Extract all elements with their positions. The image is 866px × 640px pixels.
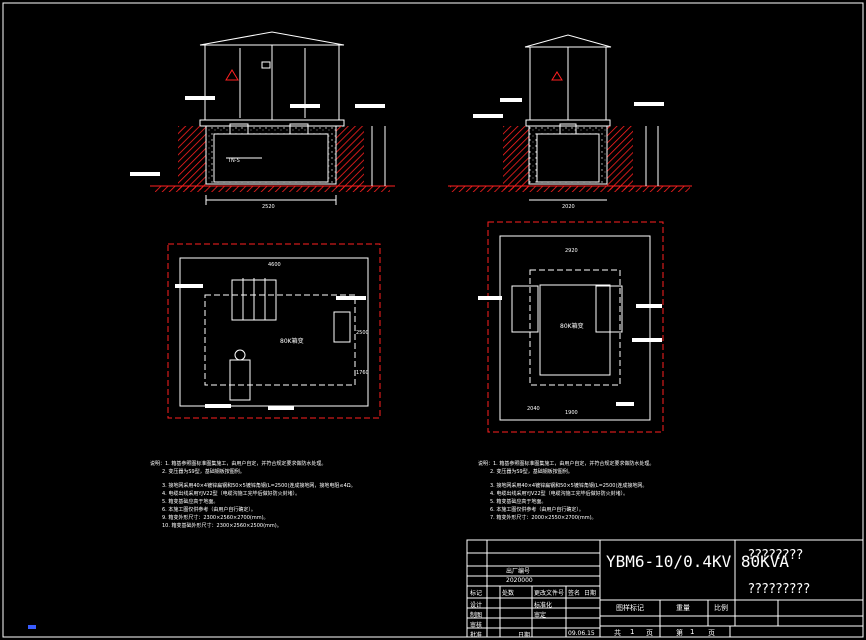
notes-right-heading: 说明：1. 箱基参照图标准图集施工，由用户自定，并符合规定要求做防水处理。 xyxy=(478,461,655,467)
right-plan-dim-bottom: 1900 xyxy=(565,410,578,416)
tb-sheet-unit: 页 xyxy=(646,629,653,637)
notes-left-line: 3. 接地网采用40×4镀锌扁钢和50×5镀锌角钢(L=2500)连成接地网，接… xyxy=(162,483,356,489)
notes-left-line: 9. 箱变外形尺寸：2300×2560×2700(mm)。 xyxy=(162,515,269,521)
notes-left: 说明：1. 箱基参照图标准图集施工，由用户自定，并符合规定要求做防水处理。 2.… xyxy=(150,460,450,530)
tb-sheet-no-label: 第 xyxy=(676,629,683,637)
tb-sheet-total: 1 xyxy=(630,628,635,636)
notes-right-line: 7. 箱变外形尺寸：2000×2550×2700(mm)。 xyxy=(490,515,597,521)
right-plan-dim-bottom-2: 2040 xyxy=(527,406,540,412)
tb-col-weight: 重量 xyxy=(676,604,690,612)
drawing-title: YBM6-10/0.4KV 80KVA xyxy=(606,552,790,571)
notes-right-line: 6. 本施工图仅供参考（由用户自行确定）。 xyxy=(490,507,584,513)
notes-left-line: 4. 电缆出线采用YJV22型（电缆沟施工完毕后做好防火封堵）。 xyxy=(162,491,301,497)
tb-date-value: 09.06.15 xyxy=(568,630,595,637)
tb-sheet-no: 1 xyxy=(690,628,695,636)
tb-col-mark: 图样标记 xyxy=(616,604,644,612)
left-plan-view: 80K箱变 4600 2500 1760 xyxy=(167,243,381,419)
left-plan-dim-side-2: 1760 xyxy=(356,370,369,376)
notes-right-line: 2. 变压器为S9型，基础钢板按图例。 xyxy=(490,469,573,475)
tb-col-scale: 比例 xyxy=(714,604,728,612)
notes-left-line: 6. 本施工图仅供参考（由用户自行确定）。 xyxy=(162,507,256,513)
tb-standardization: 标准化 xyxy=(534,602,553,609)
tb-row-approve: 批准 xyxy=(470,632,483,639)
factory-no-value: 2020000 xyxy=(506,577,533,584)
layer-marker xyxy=(28,625,36,629)
tb-authorize: 审定 xyxy=(534,612,547,619)
left-elevation-view: 2520 TN-S xyxy=(130,31,395,210)
notes-right: 说明：1. 箱基参照图标准图集施工，由用户自定，并符合规定要求做防水处理。 2.… xyxy=(478,460,778,522)
right-elev-dim-width: 2020 xyxy=(562,204,575,210)
right-plan-dim-top: 2920 xyxy=(565,248,578,254)
left-plan-dim-side-1: 2500 xyxy=(356,330,369,336)
tb-date-label: 日期 xyxy=(518,632,531,639)
tb-row-drawing: 制图 xyxy=(470,612,483,619)
notes-left-line: 5. 箱变基础应高于地面。 xyxy=(162,499,219,505)
left-elev-dim-width: 2520 xyxy=(262,204,275,210)
tb-sheet-no-unit: 页 xyxy=(708,629,715,637)
notes-left-line: 10. 箱变基础外形尺寸：2300×2560×2500(mm)。 xyxy=(162,523,282,529)
right-plan-box-label: 80K箱变 xyxy=(560,322,584,330)
tb-header-count: 处数 xyxy=(502,590,515,597)
notes-left-heading: 说明：1. 箱基参照图标准图集施工，由用户自定，并符合规定要求做防水处理。 xyxy=(150,461,327,467)
tb-header-doc: 更改文件号 xyxy=(534,590,565,597)
title-block xyxy=(466,539,864,638)
project-name-line1: ???????? xyxy=(748,548,804,563)
tb-row-design: 设计 xyxy=(470,602,483,609)
tb-header-date: 日期 xyxy=(584,590,597,597)
right-elevation-view: 2020 xyxy=(448,34,692,210)
tb-row-review: 审核 xyxy=(470,622,483,629)
notes-right-line: 3. 接地网采用40×4镀锌扁钢和50×5镀锌角钢(L=2500)连成接地网。 xyxy=(490,483,648,489)
factory-no-label: 出厂编号 xyxy=(506,568,531,575)
tb-sheet-total-label: 共 xyxy=(614,629,621,637)
notes-left-line: 2. 变压器为S9型，基础钢板按图例。 xyxy=(162,469,245,475)
project-name-line2: ????????? xyxy=(748,582,811,597)
tb-header-mark: 标记 xyxy=(470,590,483,597)
tb-header-sign: 签名 xyxy=(568,590,581,597)
notes-right-line: 5. 箱变基础应高于地面。 xyxy=(490,499,547,505)
notes-right-line: 4. 电缆出线采用YJV22型（电缆沟施工完毕后做好防火封堵）。 xyxy=(490,491,629,497)
left-elev-note: TN-S xyxy=(227,158,240,164)
left-plan-box-label: 80K箱变 xyxy=(280,337,304,345)
right-plan-view: 80K箱变 2920 1900 2040 xyxy=(478,221,664,433)
left-plan-dim-top: 4600 xyxy=(268,262,281,268)
